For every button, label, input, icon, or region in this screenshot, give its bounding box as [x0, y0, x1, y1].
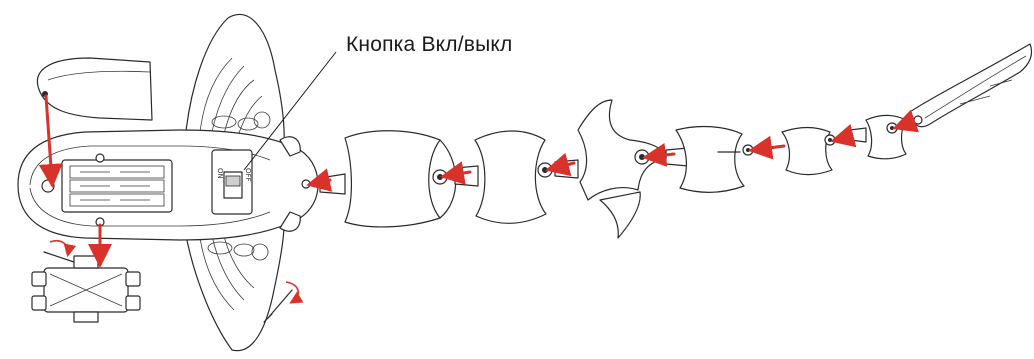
segment-5 — [781, 126, 836, 176]
callout-leader-line — [243, 51, 337, 171]
switch-on-label: ON — [216, 168, 224, 179]
screw-left — [43, 239, 77, 263]
pectoral-fin-top — [184, 13, 285, 146]
shark-head: ON OFF — [17, 13, 319, 352]
pectoral-fin-bottom — [184, 224, 285, 352]
screw-bottom — [263, 281, 304, 323]
tail-fin — [909, 43, 1033, 128]
head-joint — [301, 179, 311, 189]
segment-6 — [849, 114, 907, 160]
segment-3 — [554, 99, 667, 239]
switch-off-label: OFF — [244, 168, 252, 182]
nose-cap — [36, 57, 153, 121]
callout-label: Кнопка Вкл/выкл — [346, 33, 513, 56]
motor-bracket — [31, 255, 141, 323]
assembly-arrows — [38, 94, 919, 268]
segment-2 — [454, 130, 553, 224]
segment-4 — [665, 125, 754, 193]
segment-1 — [319, 130, 457, 228]
power-switch[interactable]: ON OFF — [211, 149, 253, 215]
